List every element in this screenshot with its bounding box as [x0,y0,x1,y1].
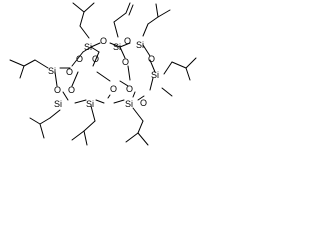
isobutyl-bond [163,61,173,75]
isobutyl-bond [147,16,159,25]
bond [90,46,100,53]
si-atom: Si [151,70,159,80]
isobutyl-bond [71,130,85,141]
si-atom: Si [48,66,56,76]
bond [95,99,105,104]
isobutyl-bond [83,120,96,132]
bond [132,91,136,98]
isobutyl-bond [171,61,187,69]
isobutyl-bond [137,132,149,146]
isobutyl-bond [83,2,95,13]
allyl-bond [125,2,131,14]
o-atom: O [66,67,73,77]
isobutyl-bond [79,11,85,27]
si-atom: Si [84,42,92,52]
o-atom: O [110,84,117,94]
bond [113,99,125,104]
isobutyl-bond [90,105,96,122]
bond [54,71,58,87]
isobutyl-bond [185,67,191,81]
isobutyl-bond [142,23,149,37]
isobutyl-bond [29,117,41,125]
chemical-structure-diagram: Si Si Si Si Si Si Si Si O O O O O O O O … [0,0,204,155]
o-atom: O [92,54,99,64]
substituent-bonds [9,2,197,146]
atom-labels: Si Si Si Si Si Si Si Si O O O O O O O O … [48,36,159,109]
o-atom: O [122,57,129,67]
isobutyl-bond [137,120,144,134]
isobutyl-bond [132,107,144,122]
bond [74,99,87,104]
isobutyl-bond [125,132,139,143]
isobutyl-bond [39,123,45,139]
isobutyl-bond [72,2,85,13]
bond [82,46,92,53]
si-atom: Si [125,99,133,109]
bond [62,91,69,101]
o-atom: O [140,98,147,108]
bond [119,80,129,87]
bond [71,51,84,67]
bond [142,44,151,57]
isobutyl-bond [34,59,49,69]
isobutyl-bond [9,59,25,67]
o-atom: O [76,54,83,64]
isobutyl-bond [161,87,173,97]
si-atom: Si [113,42,121,52]
o-atom: O [148,54,155,64]
bond [107,94,111,99]
si-atom: Si [86,99,94,109]
isobutyl-bond [155,3,159,18]
o-atom: O [126,84,133,94]
bond [109,42,121,48]
isobutyl-bond [49,109,61,119]
molecule-drawing: Si Si Si Si Si Si Si Si O O O O O O O O … [9,2,197,146]
allyl-bond [113,21,119,38]
si-atom: Si [54,99,62,109]
isobutyl-bond [19,65,25,79]
bond [137,95,145,101]
o-atom: O [54,85,61,95]
bond [119,46,126,59]
isobutyl-bond [39,117,51,125]
bond [71,71,79,87]
bond [119,42,131,48]
bond [96,71,111,82]
bond [90,42,101,48]
isobutyl-bond [157,9,171,18]
si-atom: Si [136,40,144,50]
o-atom: O [68,85,75,95]
isobutyl-bond [83,130,88,146]
bond [149,59,156,73]
o-atom: O [124,36,131,46]
allyl-bond [128,4,134,16]
allyl-bond [113,12,127,23]
o-atom: O [100,36,107,46]
bond [149,77,154,91]
isobutyl-bond [23,59,36,67]
cage-bonds [54,42,156,104]
bond [127,65,131,81]
isobutyl-bond [185,57,197,69]
bond [92,51,100,67]
isobutyl-bond [79,25,90,39]
